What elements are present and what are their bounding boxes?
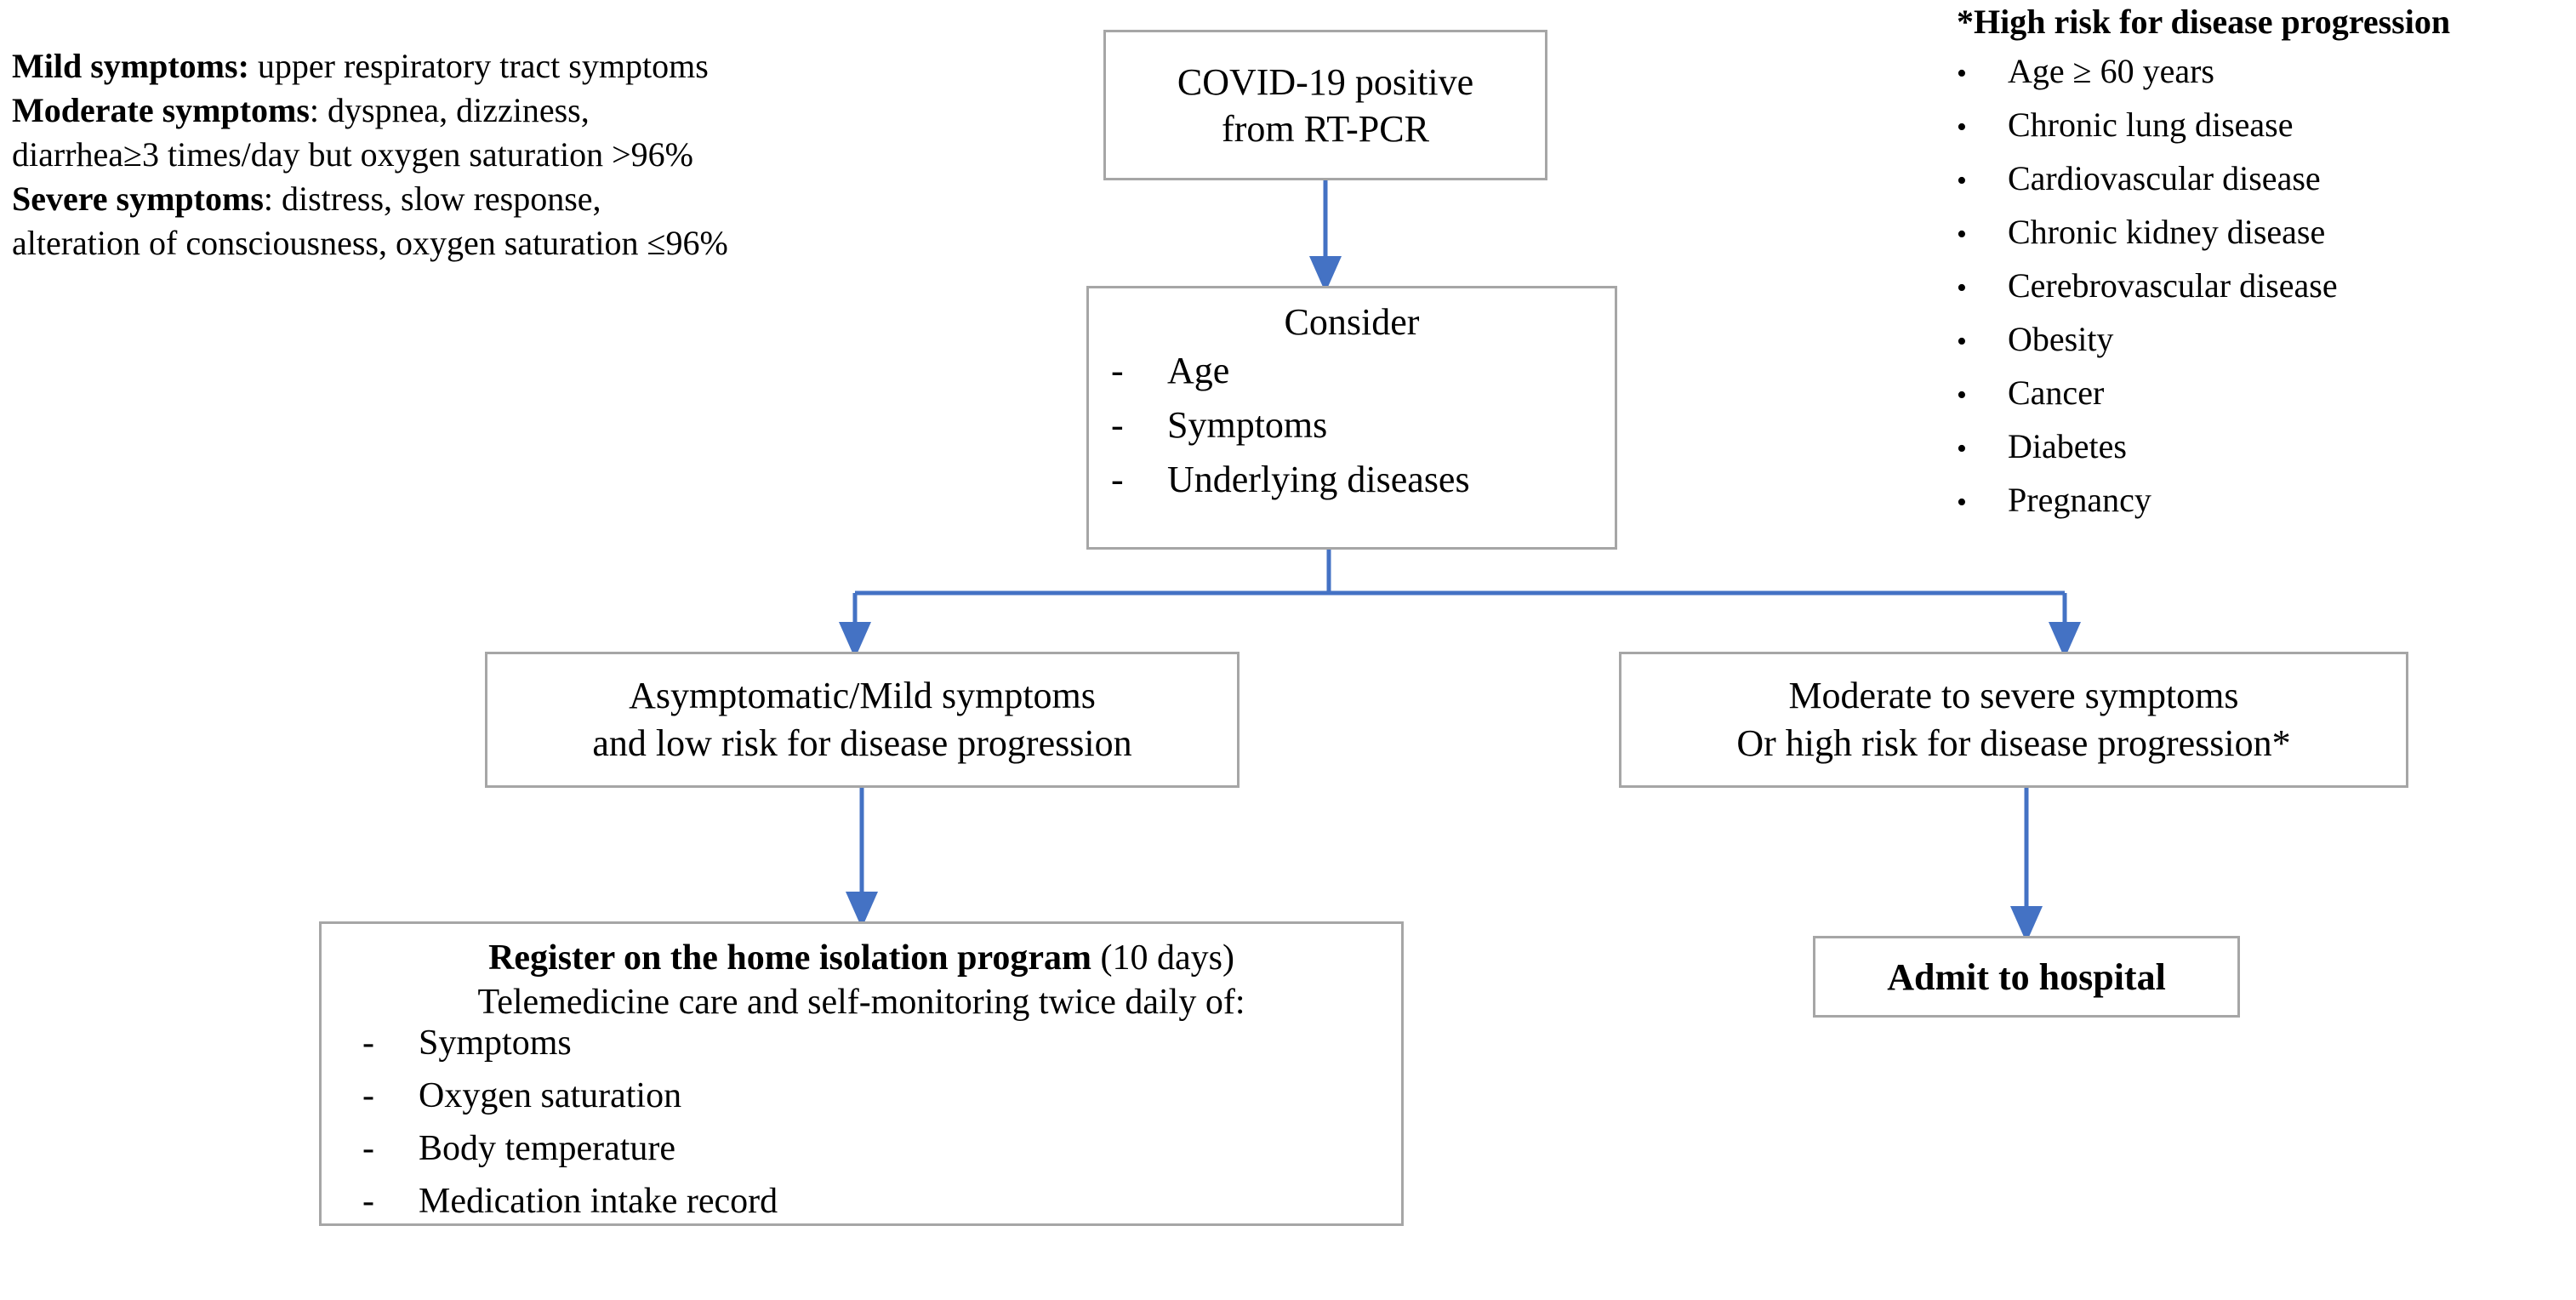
consider-item-label: Age xyxy=(1167,350,1230,391)
risk-list-item-label: Chronic kidney disease xyxy=(2008,213,2326,251)
risk-list-item: • Age ≥ 60 years xyxy=(1957,49,2576,103)
node-mild-low-risk-line2: and low risk for disease progression xyxy=(592,722,1132,764)
risk-list-item: • Diabetes xyxy=(1957,425,2576,478)
bullet-icon: • xyxy=(1957,219,1967,250)
node-home-isolation-title: Register on the home isolation program (… xyxy=(322,938,1401,978)
risk-list-item-label: Obesity xyxy=(2008,320,2114,358)
home-isolation-item-label: Medication intake record xyxy=(419,1182,778,1221)
risk-list-item: • Obesity xyxy=(1957,317,2576,371)
legend-line-rest: upper respiratory tract symptoms xyxy=(248,47,709,85)
risk-list-item: • Chronic lung disease xyxy=(1957,103,2576,157)
node-consider-title: Consider xyxy=(1284,301,1420,343)
risk-list-item-label: Cardiovascular disease xyxy=(2008,159,2321,197)
risk-list-item: • Cardiovascular disease xyxy=(1957,157,2576,210)
high-risk-factor-list: *High risk for disease progression • Age… xyxy=(1957,0,2576,532)
dash-bullet-icon: - xyxy=(1111,404,1124,446)
node-mild-low-risk: Asymptomatic/Mild symptoms and low risk … xyxy=(485,652,1240,788)
legend-line-rest: : dyspnea, dizziness, xyxy=(309,91,590,129)
home-isolation-item-label: Symptoms xyxy=(419,1023,572,1063)
home-isolation-item: - Symptoms xyxy=(322,1023,1401,1075)
consider-item-label: Underlying diseases xyxy=(1167,459,1470,500)
bullet-icon: • xyxy=(1957,58,1967,89)
home-isolation-item: - Body temperature xyxy=(322,1128,1401,1181)
legend-line: Severe symptoms: distress, slow response… xyxy=(12,177,965,221)
risk-list-item-label: Chronic lung disease xyxy=(2008,105,2294,144)
symptom-severity-legend: Mild symptoms: upper respiratory tract s… xyxy=(12,44,965,265)
bullet-icon: • xyxy=(1957,433,1967,465)
dash-bullet-icon: - xyxy=(1111,459,1124,500)
legend-line-rest: : distress, slow response, xyxy=(263,180,601,218)
risk-list-title: *High risk for disease progression xyxy=(1957,3,2451,41)
legend-line-lead: Mild symptoms: xyxy=(12,47,249,85)
node-covid-positive-line2: from RT-PCR xyxy=(1222,107,1429,150)
risk-list-item: • Chronic kidney disease xyxy=(1957,210,2576,264)
risk-list-item-label: Cerebrovascular disease xyxy=(2008,266,2338,305)
node-moderate-severe-high-risk-line2: Or high risk for disease progression* xyxy=(1736,722,2291,764)
node-moderate-severe-high-risk-line1: Moderate to severe symptoms xyxy=(1788,674,2239,716)
node-covid-positive-line1: COVID-19 positive xyxy=(1177,60,1474,103)
legend-line: Moderate symptoms: dyspnea, dizziness, xyxy=(12,88,965,133)
node-consider: Consider - Age - Symptoms - Underlying d… xyxy=(1086,286,1617,550)
risk-list-item-label: Pregnancy xyxy=(2008,481,2151,519)
legend-line-rest: alteration of consciousness, oxygen satu… xyxy=(12,224,728,262)
legend-line: diarrhea≥3 times/day but oxygen saturati… xyxy=(12,133,965,177)
risk-list-item: • Cancer xyxy=(1957,371,2576,425)
consider-item: - Symptoms xyxy=(1089,403,1615,458)
node-home-isolation-title-rest: (10 days) xyxy=(1091,938,1234,978)
risk-list-item-label: Diabetes xyxy=(2008,427,2127,465)
dash-bullet-icon: - xyxy=(362,1023,374,1063)
legend-line-rest: diarrhea≥3 times/day but oxygen saturati… xyxy=(12,135,693,174)
bullet-icon: • xyxy=(1957,111,1967,143)
bullet-icon: • xyxy=(1957,272,1967,304)
node-home-isolation-title-bold: Register on the home isolation program xyxy=(488,938,1091,978)
home-isolation-item: - Oxygen saturation xyxy=(322,1075,1401,1128)
consider-item: - Age xyxy=(1089,349,1615,403)
legend-line-lead: Moderate symptoms xyxy=(12,91,310,129)
bullet-icon: • xyxy=(1957,326,1967,357)
dash-bullet-icon: - xyxy=(362,1182,374,1221)
consider-item: - Underlying diseases xyxy=(1089,458,1615,512)
node-home-isolation-subtitle: Telemedicine care and self-monitoring tw… xyxy=(477,983,1245,1022)
node-admit-to-hospital: Admit to hospital xyxy=(1813,936,2240,1018)
legend-line: alteration of consciousness, oxygen satu… xyxy=(12,221,965,265)
bullet-icon: • xyxy=(1957,379,1967,411)
risk-list-item-label: Cancer xyxy=(2008,373,2105,412)
dash-bullet-icon: - xyxy=(1111,350,1124,391)
node-moderate-severe-high-risk: Moderate to severe symptoms Or high risk… xyxy=(1619,652,2408,788)
consider-item-label: Symptoms xyxy=(1167,404,1328,446)
node-covid-positive: COVID-19 positive from RT-PCR xyxy=(1103,30,1547,180)
risk-list-item: • Cerebrovascular disease xyxy=(1957,264,2576,317)
home-isolation-item: - Medication intake record xyxy=(322,1181,1401,1234)
bullet-icon: • xyxy=(1957,487,1967,518)
arrow-consider-split xyxy=(839,550,2081,659)
dash-bullet-icon: - xyxy=(362,1076,374,1115)
legend-line-lead: Severe symptoms xyxy=(12,180,264,218)
bullet-icon: • xyxy=(1957,165,1967,197)
home-isolation-item-label: Oxygen saturation xyxy=(419,1076,682,1115)
risk-list-item: • Pregnancy xyxy=(1957,478,2576,532)
legend-line: Mild symptoms: upper respiratory tract s… xyxy=(12,44,965,88)
risk-list-item-label: Age ≥ 60 years xyxy=(2008,52,2214,90)
node-admit-to-hospital-label: Admit to hospital xyxy=(1887,955,2166,998)
dash-bullet-icon: - xyxy=(362,1129,374,1168)
node-mild-low-risk-line1: Asymptomatic/Mild symptoms xyxy=(629,674,1096,716)
node-home-isolation: Register on the home isolation program (… xyxy=(319,921,1404,1226)
home-isolation-item-label: Body temperature xyxy=(419,1129,676,1168)
